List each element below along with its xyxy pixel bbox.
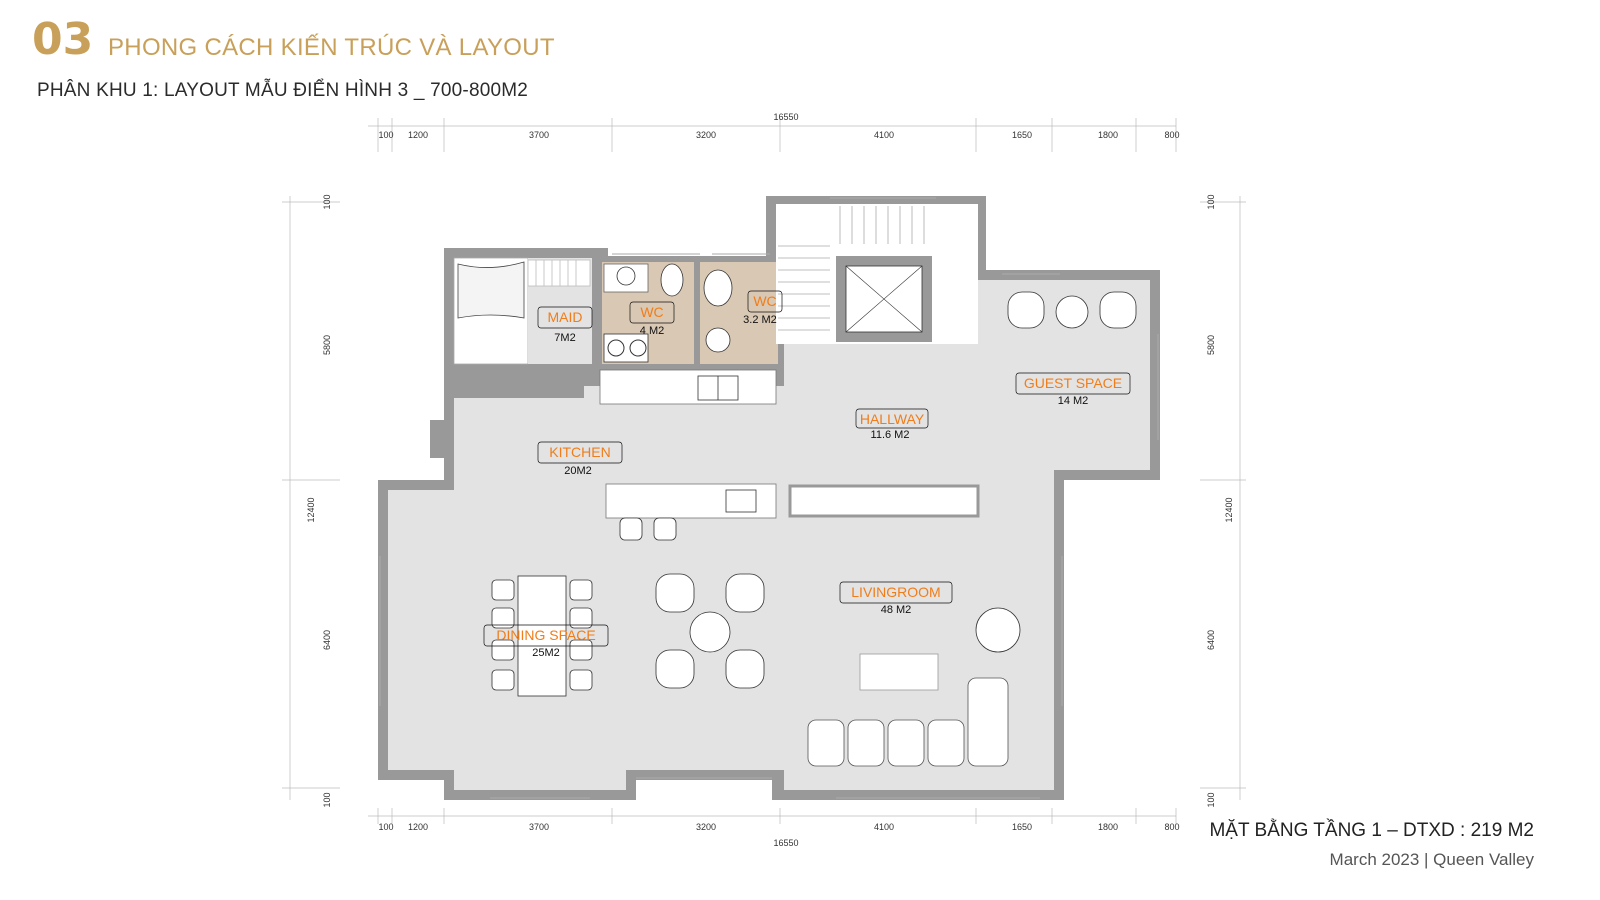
room-label-living: LIVINGROOM 48 M2	[839, 581, 953, 616]
dim-right-1: 100	[1206, 194, 1216, 209]
room-label-kitchen: KITCHEN 20M2	[537, 441, 623, 477]
cooktop-icon	[725, 489, 757, 513]
maid-area: 7M2	[554, 332, 575, 344]
dining-name: DINING SPACE	[496, 627, 595, 643]
wc1-dryer-drum-icon	[629, 339, 647, 357]
wc1-toilet-icon	[660, 263, 684, 297]
room-label-maid: MAID 7M2	[537, 306, 593, 344]
room-label-guest: GUEST SPACE 14 M2	[1015, 372, 1131, 407]
dim-bottom-5: 4100	[874, 822, 894, 832]
dim-bottom-2: 1200	[408, 822, 428, 832]
dim-right-3: 6400	[1206, 630, 1216, 650]
dim-left-1: 100	[322, 194, 332, 209]
coffee-table	[859, 653, 939, 691]
bar-stool-1	[619, 517, 643, 541]
dining-chairs	[491, 579, 593, 691]
room-label-wc1: WC 4 M2	[629, 301, 675, 337]
dim-bottom-4: 3200	[696, 822, 716, 832]
dim-right-2: 5800	[1206, 335, 1216, 355]
credit-line: March 2023 | Queen Valley	[1329, 850, 1534, 869]
dim-left-total: 12400	[306, 497, 316, 522]
dimension-lines	[282, 118, 1246, 824]
living-area: 48 M2	[881, 604, 912, 616]
windows	[379, 197, 1159, 799]
wc1-washer	[603, 333, 649, 363]
maid-stair-treads	[535, 260, 577, 286]
dim-top-8: 800	[1164, 130, 1179, 140]
wc2-name: WC	[753, 293, 776, 309]
layout-subtitle: PHÂN KHU 1: LAYOUT MẪU ĐIỂN HÌNH 3 _ 700…	[37, 80, 529, 101]
dim-top-3: 3700	[529, 130, 549, 140]
dim-right-total: 12400	[1224, 497, 1234, 522]
lounge-chairs	[655, 573, 765, 689]
room-label-hallway: HALLWAY 11.6 M2	[855, 408, 929, 441]
dim-bottom-1: 100	[378, 822, 393, 832]
guest-side-table	[1055, 295, 1089, 329]
dining-area: 25M2	[532, 647, 560, 659]
interior-floor	[388, 280, 1150, 790]
dim-right-4: 100	[1206, 792, 1216, 807]
dim-bottom-7: 1800	[1098, 822, 1118, 832]
room-label-dining: DINING SPACE 25M2	[483, 624, 609, 659]
dim-bottom-6: 1650	[1012, 822, 1032, 832]
living-cabinet	[788, 484, 980, 518]
round-table	[689, 611, 731, 653]
maid-name: MAID	[548, 309, 583, 325]
dim-left-4: 100	[322, 792, 332, 807]
dim-left-2: 5800	[322, 335, 332, 355]
section-title: PHONG CÁCH KIẾN TRÚC VÀ LAYOUT	[108, 34, 555, 61]
armchair-with-person-icon	[975, 607, 1021, 653]
dim-top-4: 3200	[696, 130, 716, 140]
dim-bottom-total: 16550	[773, 838, 798, 848]
dim-top-6: 1650	[1012, 130, 1032, 140]
dim-bottom-3: 3700	[529, 822, 549, 832]
dim-top-5: 4100	[874, 130, 894, 140]
dim-bottom-8: 800	[1164, 822, 1179, 832]
guest-area: 14 M2	[1058, 395, 1089, 407]
room-label-wc2: WC 3.2 M2	[743, 290, 783, 326]
dim-top-7: 1800	[1098, 130, 1118, 140]
dim-top-1: 100	[378, 130, 393, 140]
bar-stool-2	[653, 517, 677, 541]
wc1-washer-drum-icon	[607, 339, 625, 357]
stair-treads	[778, 206, 925, 331]
dim-top-2: 1200	[408, 130, 428, 140]
maid-stair	[527, 259, 591, 287]
dim-top-total: 16550	[773, 112, 798, 122]
kitchen-name: KITCHEN	[549, 444, 610, 460]
section-number: 03	[32, 14, 94, 65]
wc2-area: 3.2 M2	[743, 314, 777, 326]
guest-chair-2	[1099, 291, 1137, 329]
dining-table	[517, 575, 567, 697]
dim-left-3: 6400	[322, 630, 332, 650]
wc1-name: WC	[640, 304, 663, 320]
guest-chair-1	[1007, 291, 1045, 329]
wc2-basin-icon	[705, 327, 731, 353]
kitchen-area: 20M2	[564, 465, 592, 477]
living-name: LIVINGROOM	[851, 584, 940, 600]
wc1-basin-icon	[616, 266, 636, 286]
plan-title: MẶT BẰNG TẦNG 1 – DTXD : 219 M2	[1209, 820, 1534, 841]
sofa	[807, 677, 1009, 767]
kitchen-counter	[599, 369, 777, 405]
wc2-toilet-icon	[703, 269, 733, 307]
wc1-area: 4 M2	[640, 325, 664, 337]
hallway-area: 11.6 M2	[871, 429, 910, 441]
hallway-name: HALLWAY	[860, 411, 925, 427]
guest-name: GUEST SPACE	[1024, 375, 1122, 391]
maid-bed	[457, 261, 525, 319]
